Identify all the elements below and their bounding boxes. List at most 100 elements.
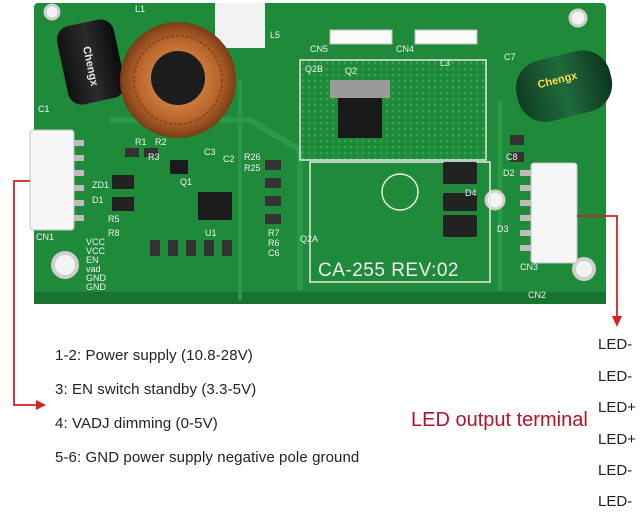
led-pin-label: LED-	[598, 493, 633, 510]
silk-r5: R5	[108, 214, 120, 224]
board-tab	[215, 3, 265, 48]
connector-cn3-pin	[520, 185, 531, 191]
dotted-copper-area	[299, 59, 487, 161]
silk-q1: Q1	[180, 177, 192, 187]
diode-d4	[443, 162, 477, 184]
connector-cn3-pin	[520, 200, 531, 206]
connector-cn1-pin	[74, 215, 84, 221]
smd-component	[112, 197, 134, 211]
header-cn5	[329, 29, 393, 45]
silk-cn5: CN5	[310, 44, 328, 54]
toroid-inductor-winding	[133, 35, 223, 125]
toroid-inductor-core	[151, 51, 205, 105]
silk-c3: C3	[204, 147, 216, 157]
mounting-hole	[484, 189, 506, 211]
cn1-pin-label: vad	[86, 264, 101, 274]
arrow-cn3-line	[577, 215, 618, 318]
arrow-cn1-line	[13, 180, 38, 406]
silk-q2: Q2	[345, 66, 357, 76]
silk-u1: U1	[205, 228, 217, 238]
connector-cn1-pin	[74, 170, 84, 176]
silk-c6: C6	[268, 248, 280, 258]
transistor-q1	[170, 160, 188, 174]
smd-component	[510, 152, 524, 162]
pcb-board-bottom-edge	[34, 292, 606, 304]
connector-cn3-pin	[520, 245, 531, 251]
mosfet-q2	[338, 94, 382, 138]
led-pin-label: LED-	[598, 336, 633, 353]
connector-cn1	[29, 129, 75, 231]
pin-description-power: 1-2: Power supply (10.8-28V)	[55, 347, 253, 364]
silkscreen-circle	[381, 173, 419, 211]
silk-cn2: CN2	[528, 290, 546, 300]
connector-cn1-pin	[74, 155, 84, 161]
smd-component	[150, 240, 160, 256]
silk-cn3: CN3	[520, 262, 538, 272]
cn1-pin-label: VCC	[86, 246, 106, 256]
connector-cn1-pin	[74, 200, 84, 206]
arrow-cn3-head	[612, 316, 622, 327]
smd-component	[144, 148, 158, 157]
silk-l1: L1	[135, 4, 145, 14]
silk-r7: R7	[268, 228, 280, 238]
silk-r8: R8	[108, 228, 120, 238]
silk-l5: L5	[270, 30, 280, 40]
arrow-cn1-head	[36, 400, 46, 410]
led-pin-label: LED+	[598, 399, 636, 416]
diode-d3-upper	[443, 193, 477, 211]
connector-cn3-pin	[520, 170, 531, 176]
silk-r2: R2	[155, 137, 167, 147]
silk-d3: D3	[497, 224, 509, 234]
silk-r25: R25	[244, 163, 261, 173]
black-capacitor	[56, 19, 126, 105]
smd-component	[265, 160, 281, 170]
smd-component	[125, 148, 139, 157]
silk-q2a: Q2A	[300, 234, 318, 244]
led-output-title: LED output terminal	[411, 409, 588, 431]
silk-r6: R6	[268, 238, 280, 248]
cn1-pin-label: GND	[86, 273, 107, 283]
cn1-pin-label: VCC	[86, 237, 106, 247]
diode-d3	[443, 215, 477, 237]
silk-d2: D2	[503, 168, 515, 178]
cn1-pin-label: EN	[86, 255, 99, 265]
connector-cn1-pin	[74, 140, 84, 146]
silk-d4: D4	[465, 188, 477, 198]
smd-component	[265, 196, 281, 206]
silk-c7: C7	[504, 52, 516, 62]
silk-cn4: CN4	[396, 44, 414, 54]
silk-c2: C2	[223, 154, 235, 164]
board-model-label: CA-255 REV:02	[318, 260, 459, 281]
silk-c1: C1	[38, 104, 50, 114]
silk-c8: C8	[506, 152, 518, 162]
silk-r3: R3	[148, 152, 160, 162]
connector-cn3-pin	[520, 215, 531, 221]
smd-component	[265, 214, 281, 224]
silk-r26: R26	[244, 152, 261, 162]
connector-cn3-pin	[520, 230, 531, 236]
pin-description-ground: 5-6: GND power supply negative pole grou…	[55, 449, 360, 466]
silk-cn1: CN1	[36, 232, 54, 242]
mounting-hole	[43, 3, 61, 21]
pin-description-enable: 3: EN switch standby (3.3-5V)	[55, 381, 257, 398]
silk-r1: R1	[135, 137, 147, 147]
mosfet-q2-tab	[330, 80, 390, 98]
silk-d1: D1	[92, 195, 104, 205]
silk-l3: L3	[440, 58, 450, 68]
smd-component	[186, 240, 196, 256]
connector-cn1-pin	[74, 185, 84, 191]
smd-component	[112, 175, 134, 189]
connector-cn3	[530, 162, 578, 264]
silk-zd1: ZD1	[92, 180, 109, 190]
ic-u1	[198, 192, 232, 220]
led-pin-label: LED-	[598, 462, 633, 479]
smd-component	[510, 135, 524, 145]
silkscreen-outline	[309, 161, 491, 283]
led-pin-label: LED-	[598, 368, 633, 385]
smd-component	[168, 240, 178, 256]
silk-q2b: Q2B	[305, 64, 323, 74]
header-cn4	[414, 29, 478, 45]
led-pin-label: LED+	[598, 431, 636, 448]
